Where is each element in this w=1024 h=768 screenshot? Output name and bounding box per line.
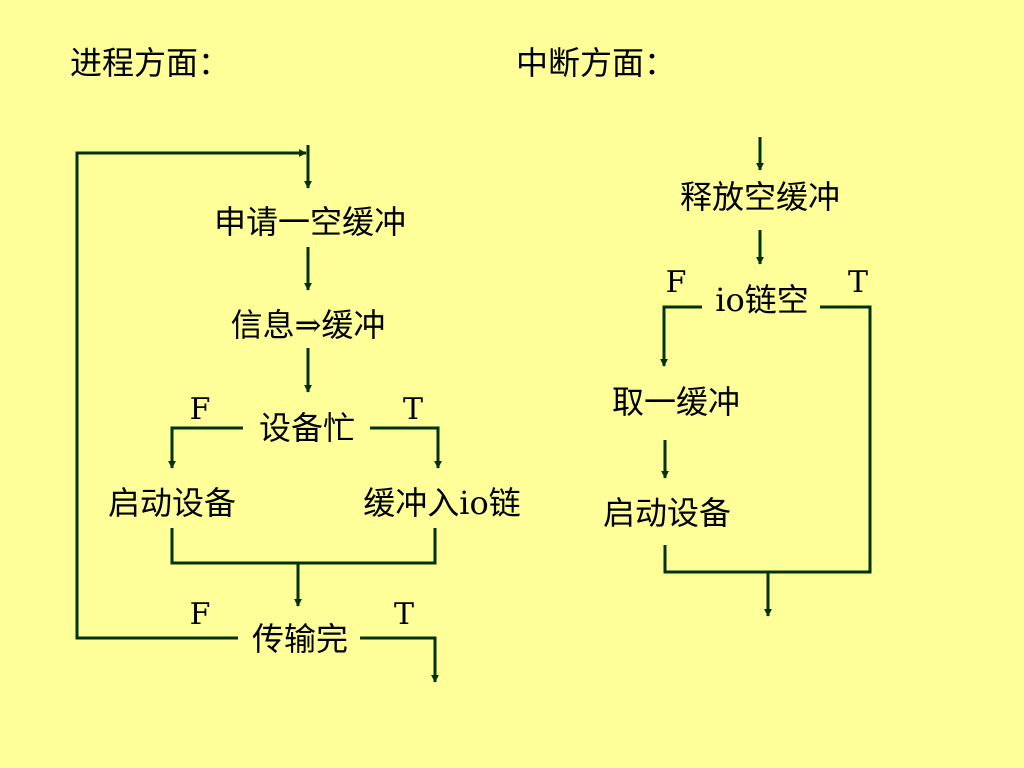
label-done-false: F [189, 597, 211, 632]
label-empty-true: T [847, 265, 869, 300]
heading-interrupt: 中断方面： [516, 44, 677, 82]
node-buffer-into-io-chain: 缓冲入io链 [363, 484, 521, 522]
node-take-buffer: 取一缓冲 [611, 383, 741, 421]
loop-back-done-false [75, 149, 307, 640]
branch-empty-false [660, 305, 702, 367]
heading-process: 进程方面： [70, 44, 231, 82]
node-start-device: 启动设备 [107, 484, 237, 522]
branch-busy-true [370, 426, 442, 469]
label-busy-true: T [402, 392, 424, 427]
label-done-true: T [393, 597, 415, 632]
merge-line [170, 528, 437, 565]
branch-empty-true [663, 305, 872, 574]
node-request-buffer: 申请一空缓冲 [213, 203, 407, 241]
node-transfer-done: 传输完 [251, 620, 349, 658]
branch-busy-false [168, 426, 243, 469]
node-interrupt-start-device: 启动设备 [602, 494, 732, 532]
label-empty-false: F [665, 265, 687, 300]
node-release-buffer: 释放空缓冲 [679, 178, 841, 216]
branch-done-true [360, 636, 439, 683]
node-io-chain-empty: io链空 [715, 281, 809, 319]
label-busy-false: F [189, 392, 211, 427]
node-info-to-buffer: 信息⇒缓冲 [230, 306, 386, 344]
node-device-busy: 设备忙 [258, 409, 356, 447]
